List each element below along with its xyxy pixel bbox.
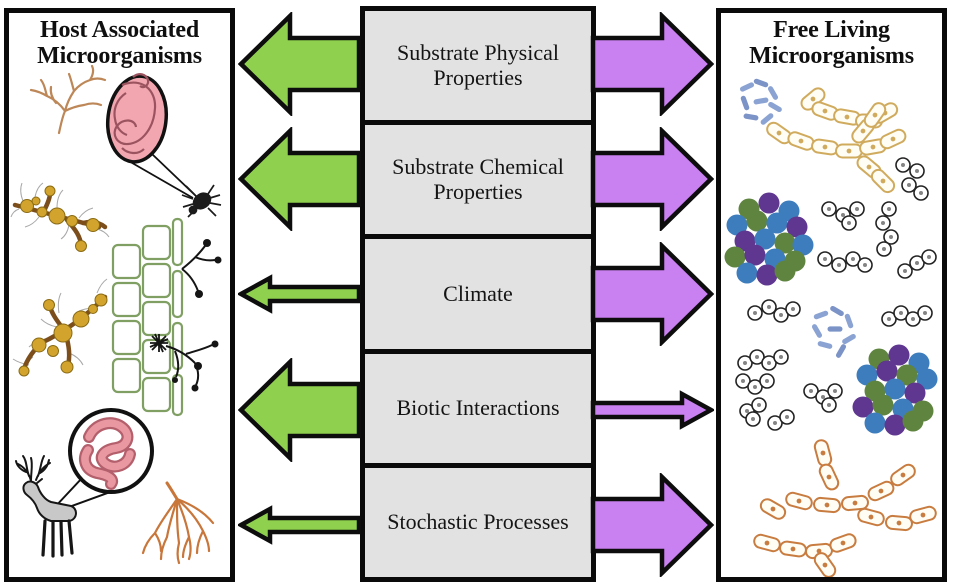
factor-label: Biotic Interactions xyxy=(396,394,560,420)
mycorrhizal-root-icon xyxy=(12,278,108,377)
host-associated-panel: Host Associated Microorganisms xyxy=(4,8,235,582)
spore-star-icon xyxy=(149,333,169,353)
mixed-cocci-cluster-icon xyxy=(724,192,814,286)
free-panel-art xyxy=(724,77,939,577)
free-effect-arrow-stochastic-processes xyxy=(590,472,714,577)
host-effect-arrow-biotic-interactions xyxy=(238,357,362,462)
host-effect-arrow-climate xyxy=(238,273,362,314)
host-effect-arrow-substrate-chemical xyxy=(238,126,362,231)
host-effect-arrow-stochastic-processes xyxy=(238,504,362,545)
free-living-panel: Free Living Microorganisms xyxy=(716,8,947,582)
orange-fungal-hyphae-icon xyxy=(751,531,859,577)
free-panel-title: Free Living Microorganisms xyxy=(749,17,914,69)
free-effect-arrow-substrate-physical xyxy=(590,11,714,116)
orange-coral-icon xyxy=(141,481,215,565)
tick-icon xyxy=(181,184,222,218)
coral-icon xyxy=(29,64,107,135)
factor-box-substrate-chemical: Substrate Chemical Properties xyxy=(365,125,591,240)
free-effect-arrow-climate xyxy=(590,241,714,346)
factor-box-stochastic-processes: Stochastic Processes xyxy=(365,467,591,578)
orange-fungal-hyphae-icon xyxy=(757,437,939,532)
host-effect-arrow-substrate-physical xyxy=(238,11,362,116)
host-panel-title: Host Associated Microorganisms xyxy=(37,17,202,69)
factor-label: Stochastic Processes xyxy=(387,509,569,535)
factor-label: Substrate Chemical Properties xyxy=(392,154,564,204)
factor-label: Substrate Physical Properties xyxy=(397,39,559,90)
factor-box-biotic-interactions: Biotic Interactions xyxy=(365,353,591,468)
plant-cells-hyphae-icon xyxy=(111,217,222,417)
deer-magnified-gut-icon xyxy=(53,408,154,512)
factor-box-climate: Climate xyxy=(365,239,591,354)
factor-box-substrate-physical: Substrate Physical Properties xyxy=(365,11,591,126)
deer-icon xyxy=(15,455,77,558)
factor-label: Climate xyxy=(443,280,513,306)
tick-magnified-gut-icon xyxy=(105,73,198,199)
free-effect-arrow-biotic-interactions xyxy=(590,389,714,430)
host-panel-art xyxy=(10,64,222,565)
mixed-cocci-cluster-icon xyxy=(852,344,938,436)
blue-rod-bacteria-icon xyxy=(739,77,783,126)
free-effect-arrow-substrate-chemical xyxy=(590,126,714,231)
factors-column: Substrate Physical Properties Substrate … xyxy=(360,6,596,582)
mycorrhizal-root-icon xyxy=(10,182,110,252)
blue-rod-bacteria-icon xyxy=(810,304,857,359)
